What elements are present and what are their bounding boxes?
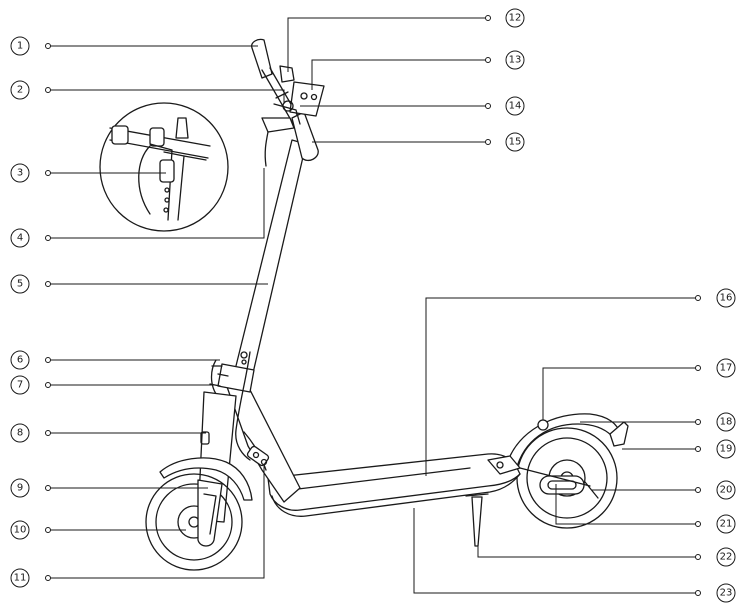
callout-19: 19 — [716, 439, 736, 459]
callout-label: 8 — [17, 428, 23, 439]
callout-1: 1 — [10, 36, 30, 56]
callout-label: 1 — [17, 41, 23, 52]
rear-bracket — [519, 467, 599, 499]
callout-label: 22 — [720, 552, 733, 563]
callout-label: 4 — [17, 233, 23, 244]
callout-18: 18 — [716, 412, 736, 432]
leader-lines — [48, 17, 698, 594]
callout-label: 3 — [17, 168, 23, 179]
zoom-detail — [99, 102, 229, 232]
callout-label: 5 — [17, 279, 23, 290]
callout-13: 13 — [505, 50, 525, 70]
callout-label: 23 — [720, 588, 733, 599]
callout-15: 15 — [505, 132, 525, 152]
callout-12: 12 — [505, 8, 525, 28]
callout-label: 17 — [720, 363, 733, 374]
callout-7: 7 — [10, 375, 30, 395]
callout-14: 14 — [505, 96, 525, 116]
callout-label: 14 — [509, 101, 522, 112]
front-wheel — [145, 473, 243, 571]
callout-8: 8 — [10, 423, 30, 443]
callout-17: 17 — [716, 358, 736, 378]
fork-reflector — [200, 431, 210, 445]
callout-3: 3 — [10, 163, 30, 183]
brake-lever — [261, 117, 295, 133]
callout-21: 21 — [716, 514, 736, 534]
kickstand — [471, 496, 483, 547]
dashboard — [289, 81, 325, 117]
callout-20: 20 — [716, 480, 736, 500]
deck-body — [267, 453, 521, 511]
brake-cable — [235, 351, 251, 461]
front-motor-cover — [197, 479, 223, 547]
callout-11: 11 — [10, 568, 30, 588]
deck-underside — [271, 473, 521, 517]
leader-dots — [45, 15, 701, 596]
callout-4: 4 — [10, 228, 30, 248]
left-grip — [251, 38, 273, 79]
tail-light — [609, 421, 629, 447]
callout-label: 11 — [14, 573, 27, 584]
stem — [231, 139, 307, 387]
deck-grip — [289, 467, 471, 491]
callout-label: 16 — [720, 293, 733, 304]
right-grip — [291, 111, 319, 162]
callout-label: 2 — [17, 85, 23, 96]
callout-5: 5 — [10, 274, 30, 294]
callout-9: 9 — [10, 478, 30, 498]
callout-label: 13 — [509, 55, 522, 66]
callout-23: 23 — [716, 583, 736, 603]
callout-label: 20 — [720, 485, 733, 496]
scooter-illustration — [99, 38, 629, 571]
callout-label: 12 — [509, 13, 522, 24]
folding-clamp — [217, 363, 255, 393]
callout-10: 10 — [10, 520, 30, 540]
callout-6: 6 — [10, 350, 30, 370]
callout-label: 9 — [17, 483, 23, 494]
callout-label: 7 — [17, 380, 23, 391]
fender-bolt — [537, 419, 549, 431]
callout-label: 6 — [17, 355, 23, 366]
callout-2: 2 — [10, 80, 30, 100]
callout-label: 21 — [720, 519, 733, 530]
callout-label: 10 — [14, 525, 27, 536]
callout-label: 18 — [720, 417, 733, 428]
callout-16: 16 — [716, 288, 736, 308]
callout-label: 15 — [509, 137, 522, 148]
bell — [279, 65, 295, 83]
front-fender — [159, 457, 253, 501]
callout-22: 22 — [716, 547, 736, 567]
deck-rear-bracket — [487, 455, 521, 475]
callout-label: 19 — [720, 444, 733, 455]
